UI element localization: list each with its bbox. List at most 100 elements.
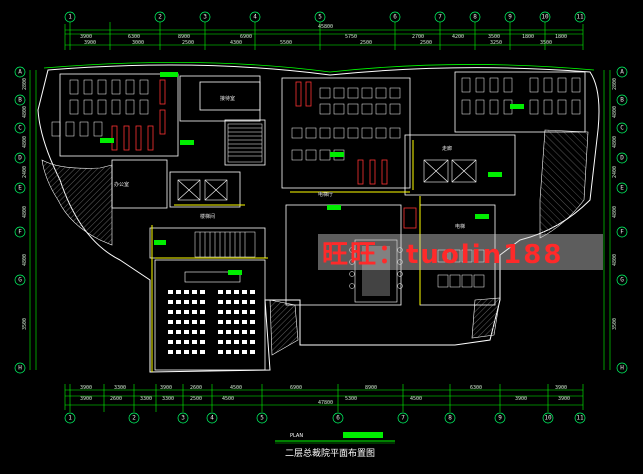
- dim-top: 2700: [412, 34, 424, 40]
- elevator-shafts: [177, 159, 477, 201]
- axis-label-right: G: [620, 277, 624, 284]
- right-dimension-lines: [603, 70, 611, 370]
- room-label: 电梯: [455, 223, 465, 230]
- left-dimension-text: 2800 4800 4800 2400 4800 4800 3500: [22, 78, 28, 330]
- axis-label-bottom: 6: [336, 415, 340, 422]
- axis-label-top: 4: [253, 14, 257, 21]
- top-dimension-lines: [64, 24, 584, 50]
- dim-top: 3500: [540, 40, 552, 46]
- top-axis-circles: [64, 11, 586, 23]
- dim-bottom: 3900: [515, 396, 527, 402]
- auditorium-stage: [184, 271, 241, 283]
- dim-bottom: 2600: [190, 385, 202, 391]
- axis-label-right: B: [620, 97, 624, 104]
- right-axis-labels: A B C D E F G H: [620, 69, 624, 372]
- auditorium-seating: [168, 290, 255, 354]
- dim-top: 3900: [80, 34, 92, 40]
- landscape-zone-bottom-left: [269, 299, 299, 356]
- dim-bottom-total: 47800: [318, 400, 333, 406]
- dim-top: 6300: [128, 34, 140, 40]
- bottom-axis-circles: [64, 412, 586, 424]
- axis-label-right: A: [620, 69, 624, 76]
- dim-top: 2500: [420, 40, 432, 46]
- interior-walls: [59, 71, 586, 371]
- dim-bottom: 3900: [80, 385, 92, 391]
- left-axis-circles: [14, 66, 26, 374]
- landscape-zone-right: [539, 129, 589, 239]
- axis-label-top: 2: [158, 14, 162, 21]
- dim-bottom: 3900: [160, 385, 172, 391]
- dim-bottom: 2600: [110, 396, 122, 402]
- axis-label-right: H: [620, 365, 624, 372]
- dim-right: 4800: [612, 254, 618, 266]
- axis-label-bottom: 1: [68, 415, 72, 422]
- room-label: 走廊: [442, 145, 452, 152]
- dim-bottom: 3300: [162, 396, 174, 402]
- room-label: 电梯厅: [318, 191, 333, 198]
- axis-label-left: E: [18, 185, 22, 192]
- drawing-title: 二层总裁院平面布置图: [285, 447, 375, 459]
- restroom-stalls: [437, 249, 485, 288]
- axis-label-top: 8: [473, 14, 477, 21]
- axis-label-top: 6: [393, 14, 397, 21]
- office-desks-right: [461, 77, 581, 115]
- axis-label-left: D: [18, 155, 22, 162]
- dim-bottom: 3300: [140, 396, 152, 402]
- outer-curtain-wall: [43, 61, 595, 73]
- dim-top: 2500: [360, 40, 372, 46]
- dim-bottom: 5300: [345, 396, 357, 402]
- dim-bottom: 6900: [290, 385, 302, 391]
- watermark: 旺旺：tuolin188: [318, 234, 603, 270]
- right-axis-circles: [616, 66, 628, 374]
- dim-left: 4800: [22, 206, 28, 218]
- dim-top-total: 45800: [318, 24, 333, 30]
- dim-left: 2800: [22, 78, 28, 90]
- dim-left: 4800: [22, 136, 28, 148]
- bottom-dimension-text: 3900 3300 3900 2600 4500 6900 8900 6300 …: [80, 385, 570, 406]
- dim-top: 5500: [280, 40, 292, 46]
- meeting-table: [349, 239, 403, 303]
- axis-label-bottom: 10: [544, 415, 552, 422]
- dim-left: 4800: [22, 254, 28, 266]
- axis-label-right: E: [620, 185, 624, 192]
- axis-label-top: 10: [541, 14, 549, 21]
- dim-top: 3500: [488, 34, 500, 40]
- dim-bottom: 6300: [470, 385, 482, 391]
- dim-bottom: 2500: [190, 396, 202, 402]
- dim-bottom: 3300: [114, 385, 126, 391]
- dim-top: 2500: [182, 40, 194, 46]
- axis-label-left: H: [18, 365, 22, 372]
- watermark-text: 旺旺：tuolin188: [322, 240, 563, 270]
- axis-label-left: A: [18, 69, 22, 76]
- axis-label-bottom: 2: [132, 415, 136, 422]
- dim-top: 1800: [522, 34, 534, 40]
- building-outline: [37, 64, 600, 373]
- dim-bottom: 4500: [222, 396, 234, 402]
- axis-label-right: D: [620, 155, 624, 162]
- dim-top: 3000: [132, 40, 144, 46]
- top-dimension-text: 3900 6300 8900 6900 5750 2700 4200 3500 …: [80, 24, 567, 46]
- dim-left: 3500: [22, 318, 28, 330]
- axis-label-left: F: [18, 229, 22, 236]
- room-label: 接待室: [220, 95, 235, 102]
- dim-top: 5750: [345, 34, 357, 40]
- axis-label-bottom: 3: [181, 415, 185, 422]
- axis-label-top: 1: [68, 14, 72, 21]
- dim-top: 6900: [240, 34, 252, 40]
- dim-right: 2800: [612, 78, 618, 90]
- axis-label-left: G: [18, 277, 22, 284]
- axis-label-bottom: 5: [260, 415, 264, 422]
- dim-bottom: 3900: [558, 396, 570, 402]
- dim-bottom: 4500: [230, 385, 242, 391]
- dim-right: 3500: [612, 318, 618, 330]
- dim-right: 4800: [612, 106, 618, 118]
- axis-label-top: 3: [203, 14, 207, 21]
- stair-core: [194, 123, 263, 258]
- plan-label: PLAN: [290, 433, 303, 439]
- axis-label-top: 9: [508, 14, 512, 21]
- axis-label-bottom: 4: [210, 415, 214, 422]
- axis-label-right: C: [620, 125, 624, 132]
- axis-label-bottom: 9: [498, 415, 502, 422]
- dim-right: 4800: [612, 206, 618, 218]
